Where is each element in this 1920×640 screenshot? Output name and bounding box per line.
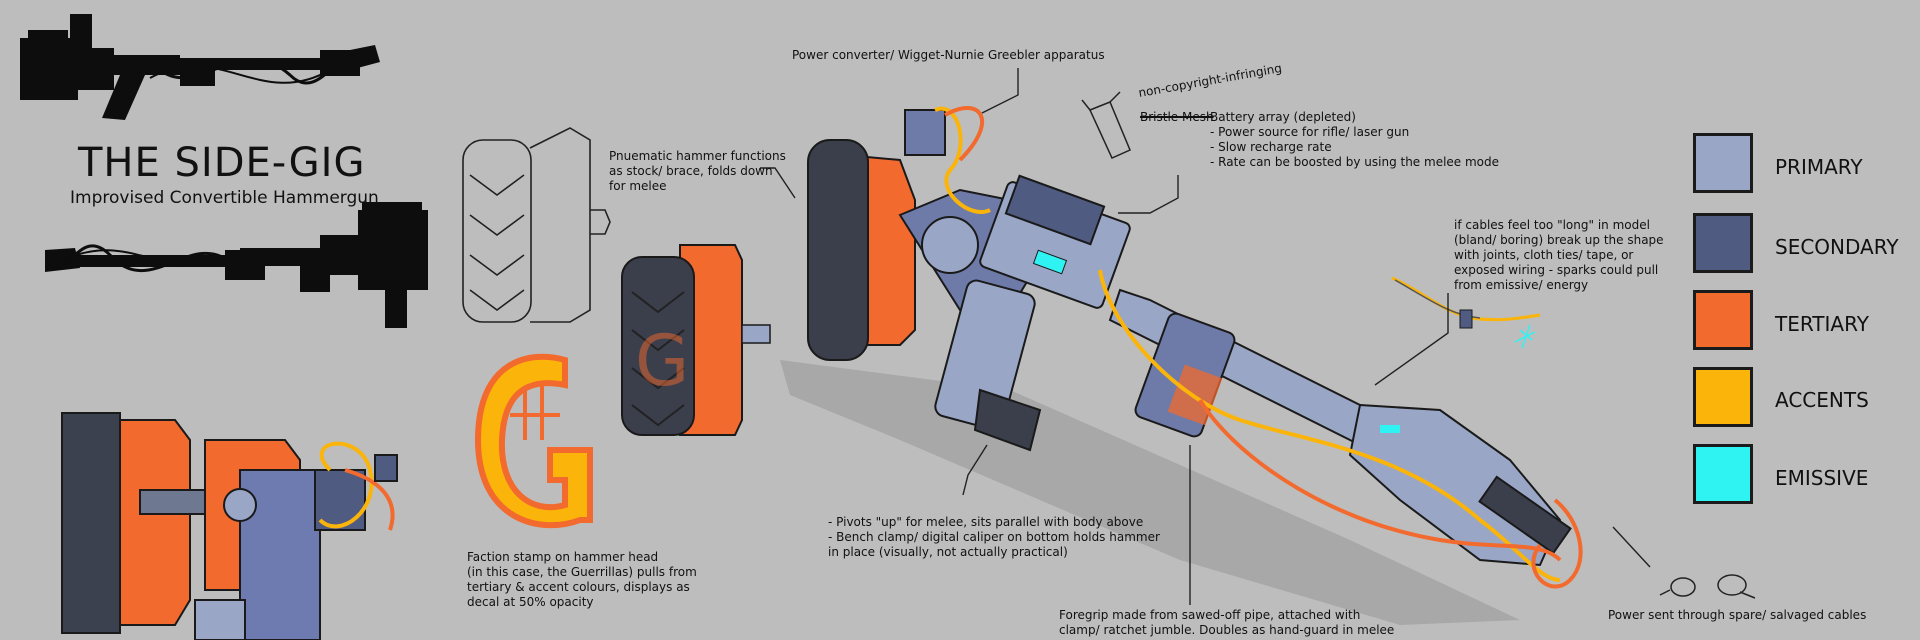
swatch-label-secondary: SECONDARY xyxy=(1775,235,1899,259)
annotation-foregrip: Foregrip made from sawed-off pipe, attac… xyxy=(1059,608,1395,637)
swatch-accents xyxy=(1693,367,1753,427)
swatch-tertiary xyxy=(1693,290,1753,350)
cable-connectors xyxy=(1659,574,1756,599)
annotation-power-converter: Power converter/ Wigget-Nurnie Greebler … xyxy=(792,48,1105,62)
swatch-label-emissive: EMISSIVE xyxy=(1775,466,1869,490)
page-subtitle: Improvised Convertible Hammergun xyxy=(70,188,379,208)
svg-text:G: G xyxy=(635,320,689,402)
page-title: THE SIDE-GIG xyxy=(78,140,366,186)
swatch-primary xyxy=(1693,133,1753,193)
annotation-cables: if cables feel too "long" in model (blan… xyxy=(1454,218,1664,292)
cable-sketch xyxy=(1391,276,1541,349)
annotation-power-cables: Power sent through spare/ salvaged cable… xyxy=(1608,608,1867,622)
swatch-label-primary: PRIMARY xyxy=(1775,155,1863,179)
battery-sketch xyxy=(1081,91,1131,159)
swatch-secondary xyxy=(1693,213,1753,273)
annotation-pneumatic-hammer: Pnuematic hammer functions as stock/ bra… xyxy=(609,149,786,193)
leader-lines xyxy=(760,68,1651,605)
silhouette-top-cables xyxy=(159,54,362,85)
swatch-label-accents: ACCENTS xyxy=(1775,388,1869,412)
silhouette-top xyxy=(20,14,380,120)
annotation-battery-struck: Bristle Mesh xyxy=(1140,110,1214,124)
silhouette-bottom xyxy=(45,202,428,328)
hammer-head-colour: G xyxy=(621,244,771,436)
main-gun xyxy=(807,105,1583,589)
annotation-pivots: - Pivots "up" for melee, sits parallel w… xyxy=(828,515,1160,559)
swatch-emissive xyxy=(1693,444,1753,504)
hammer-head-lineart xyxy=(462,127,611,323)
annotation-faction-stamp: Faction stamp on hammer head (in this ca… xyxy=(467,550,697,609)
faction-stamp xyxy=(474,353,593,529)
gun-shadow xyxy=(780,360,1520,625)
hammer-detail-render xyxy=(61,412,398,640)
annotation-battery: Battery array (depleted) - Power source … xyxy=(1210,110,1500,169)
swatch-label-tertiary: TERTIARY xyxy=(1775,312,1869,336)
